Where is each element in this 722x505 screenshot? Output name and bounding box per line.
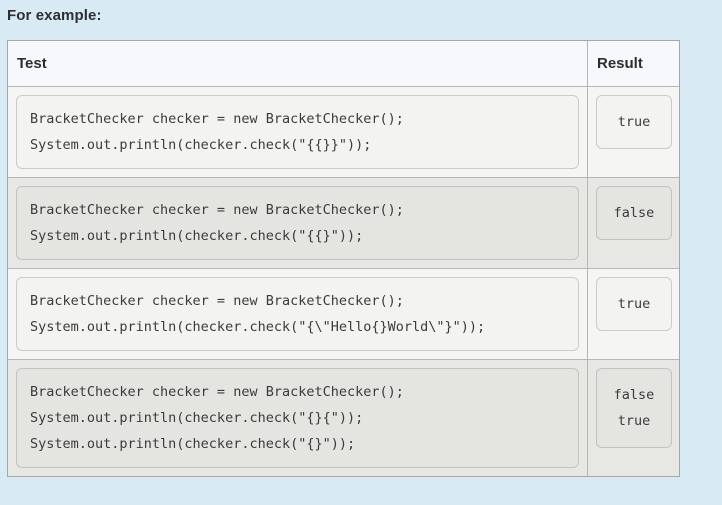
table-row: BracketChecker checker = new BracketChec…: [8, 87, 679, 178]
code-block: BracketChecker checker = new BracketChec…: [16, 186, 579, 260]
result-value: false: [613, 387, 655, 403]
result-cell: false: [587, 178, 679, 268]
code-block: BracketChecker checker = new BracketChec…: [16, 277, 579, 351]
table-row: BracketChecker checker = new BracketChec…: [8, 360, 679, 476]
result-cell: true: [587, 87, 679, 177]
test-cell: BracketChecker checker = new BracketChec…: [8, 269, 587, 359]
result-value: true: [617, 413, 651, 429]
test-cell: BracketChecker checker = new BracketChec…: [8, 360, 587, 476]
table-row: BracketChecker checker = new BracketChec…: [8, 269, 679, 360]
result-value: true: [617, 296, 651, 312]
code-line: BracketChecker checker = new BracketChec…: [30, 111, 404, 127]
result-block: false: [596, 186, 672, 240]
code-line: System.out.println(checker.check("{}{"))…: [30, 410, 364, 426]
code-line: System.out.println(checker.check("{{}}")…: [30, 137, 372, 153]
result-block: true: [596, 95, 672, 149]
result-value: false: [613, 205, 655, 221]
result-value: true: [617, 114, 651, 130]
code-line: System.out.println(checker.check("{}"));: [30, 436, 356, 452]
for-example-heading: For example:: [7, 7, 102, 24]
table-row: BracketChecker checker = new BracketChec…: [8, 178, 679, 269]
code-block: BracketChecker checker = new BracketChec…: [16, 368, 579, 468]
test-cell: BracketChecker checker = new BracketChec…: [8, 178, 587, 268]
page: For example: Test Result BracketChecker …: [7, 7, 680, 477]
code-line: BracketChecker checker = new BracketChec…: [30, 202, 404, 218]
result-cell: false true: [587, 360, 679, 476]
code-line: BracketChecker checker = new BracketChec…: [30, 384, 404, 400]
result-column-header: Result: [587, 41, 679, 86]
table-header-row: Test Result: [8, 41, 679, 87]
code-line: BracketChecker checker = new BracketChec…: [30, 293, 404, 309]
test-column-header: Test: [17, 55, 47, 72]
result-cell: true: [587, 269, 679, 359]
code-line: System.out.println(checker.check("{{}"))…: [30, 228, 364, 244]
result-block: false true: [596, 368, 672, 448]
code-line: System.out.println(checker.check("{\"Hel…: [30, 319, 486, 335]
examples-table: Test Result BracketChecker checker = new…: [7, 40, 680, 477]
result-block: true: [596, 277, 672, 331]
code-block: BracketChecker checker = new BracketChec…: [16, 95, 579, 169]
test-cell: BracketChecker checker = new BracketChec…: [8, 87, 587, 177]
